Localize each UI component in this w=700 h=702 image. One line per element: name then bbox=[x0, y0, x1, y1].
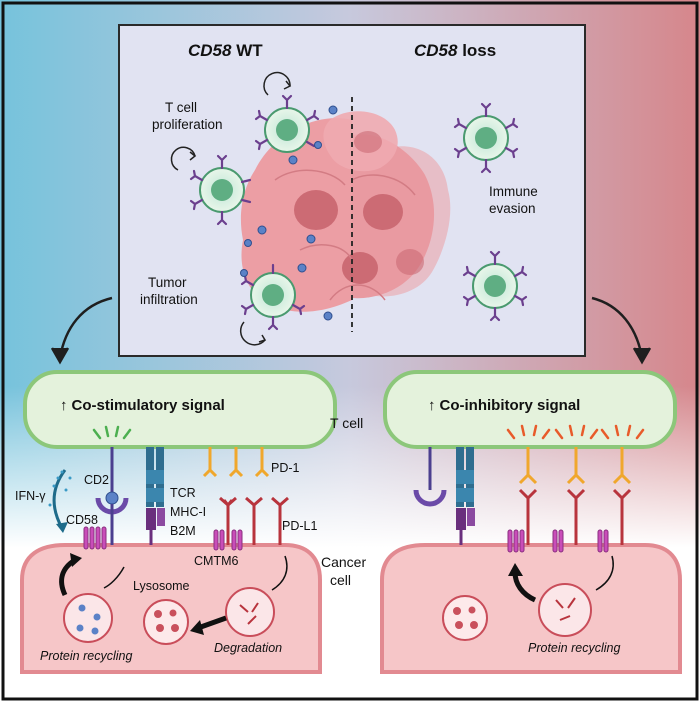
loss-heading: CD58 loss bbox=[414, 41, 496, 60]
tcell-top-2 bbox=[189, 154, 252, 226]
tcr-label: TCR bbox=[170, 486, 196, 500]
right-cd2-orphan bbox=[413, 447, 447, 507]
lysosome-vesicle-left bbox=[143, 599, 189, 645]
pdl1-left bbox=[219, 496, 289, 545]
cd2-label: CD2 bbox=[84, 473, 109, 487]
tcell-top-4 bbox=[453, 102, 519, 174]
cd58-label: CD58 bbox=[66, 513, 98, 527]
ifn-arrow bbox=[52, 469, 67, 529]
degradation-vesicle-left bbox=[225, 587, 275, 637]
right-signal-title: ↑Co-inhibitory signal bbox=[428, 397, 580, 414]
tcell-top-3 bbox=[240, 263, 306, 331]
recycling-arrowhead-right bbox=[508, 563, 523, 576]
cd58-membrane-left bbox=[83, 526, 107, 550]
b2m-label: B2M bbox=[170, 524, 196, 538]
recycling-vesicle-left bbox=[63, 593, 113, 643]
cd58-dots bbox=[240, 105, 338, 321]
degradation-arrowhead bbox=[190, 620, 204, 635]
degradation-label: Degradation bbox=[214, 641, 282, 655]
proliferation-arrows bbox=[170, 71, 292, 346]
ifn-gamma-label: IFN-γ bbox=[15, 489, 46, 503]
right-tcell bbox=[383, 370, 677, 449]
degradation-arrow bbox=[197, 615, 227, 631]
right-recycling-vesicle bbox=[538, 583, 592, 637]
ifn-arrowhead bbox=[56, 522, 68, 533]
pdl1-internalize-arrow bbox=[271, 555, 288, 591]
right-cmtm6 bbox=[507, 529, 609, 553]
left-tcell bbox=[23, 370, 337, 449]
protein-recycling-right: Protein recycling bbox=[528, 641, 620, 655]
tcell-label: T cell bbox=[330, 415, 363, 431]
right-lysosome bbox=[442, 595, 488, 641]
cmtm6-left bbox=[213, 529, 243, 551]
cmtm6-label: CMTM6 bbox=[194, 554, 238, 568]
right-cancer-cell bbox=[380, 543, 682, 674]
pd1-label: PD-1 bbox=[271, 461, 300, 475]
wt-heading: CD58 WT bbox=[188, 41, 263, 60]
right-internalize-arrow bbox=[595, 555, 614, 591]
tcell-top-5 bbox=[462, 250, 528, 322]
cd2-cd58-complex bbox=[92, 425, 132, 545]
protein-recycling-left: Protein recycling bbox=[40, 649, 132, 663]
lysosome-inner-arrow bbox=[103, 566, 125, 589]
right-pd1-pdl1 bbox=[506, 424, 645, 545]
tumor-mass bbox=[240, 111, 451, 312]
tcr-mhc-complex bbox=[146, 447, 165, 545]
pdl1-label: PD-L1 bbox=[282, 519, 317, 533]
ifn-dots bbox=[48, 470, 72, 507]
right-tcr-mhc bbox=[456, 447, 475, 545]
left-signal-title: ↑Co-stimulatory signal bbox=[60, 397, 225, 414]
pd1-left bbox=[202, 447, 270, 478]
recycling-arrowhead-left bbox=[70, 553, 82, 567]
arrows-to-panels bbox=[50, 296, 652, 365]
mhc-label: MHC-I bbox=[170, 505, 206, 519]
lysosome-label: Lysosome bbox=[133, 579, 190, 593]
tcell-top-1 bbox=[254, 94, 320, 153]
